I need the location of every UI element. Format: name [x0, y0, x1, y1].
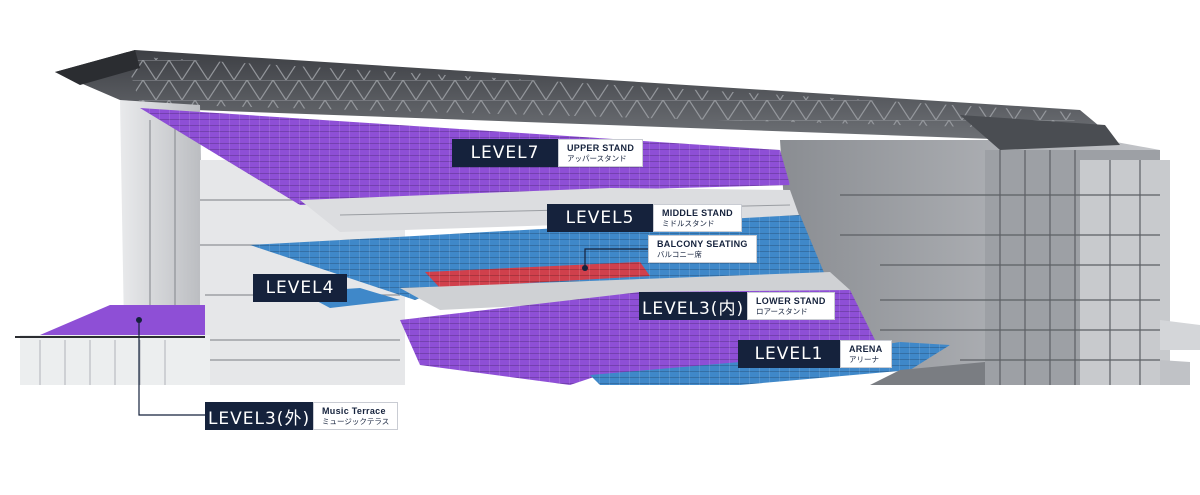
right-floor	[870, 362, 985, 385]
level1-desc: ARENA アリーナ	[840, 340, 892, 368]
level1-tag: LEVEL1 ARENA アリーナ	[738, 340, 892, 368]
level5-desc: MIDDLE STAND ミドルスタンド	[653, 204, 742, 232]
roof-structure	[55, 50, 1120, 150]
level4-tag: LEVEL4	[253, 274, 347, 302]
terrace-marker	[136, 317, 142, 323]
music-terrace-area	[40, 305, 205, 335]
balcony-tag: BALCONY SEATING バルコニー席	[648, 235, 757, 263]
middle-stand-jp: ミドルスタンド	[662, 218, 715, 228]
music-terrace-en: Music Terrace	[322, 405, 386, 416]
level3-inner-desc: LOWER STAND ロアースタンド	[747, 292, 835, 320]
music-terrace-jp: ミュージックテラス	[322, 416, 390, 426]
level3-outer-label: LEVEL3(外)	[205, 402, 313, 430]
level3-inner-tag: LEVEL3(内) LOWER STAND ロアースタンド	[639, 292, 835, 320]
upper-stand-en: UPPER STAND	[567, 142, 635, 153]
level1-label: LEVEL1	[738, 340, 840, 368]
level3-outer-tag: LEVEL3(外) Music Terrace ミュージックテラス	[205, 402, 399, 430]
balcony-en: BALCONY SEATING	[657, 238, 748, 249]
level7-tag: LEVEL7 UPPER STAND アッパースタンド	[452, 139, 644, 167]
upper-stand-jp: アッパースタンド	[567, 153, 627, 163]
level5-tag: LEVEL5 MIDDLE STAND ミドルスタンド	[547, 204, 742, 232]
balcony-marker	[582, 265, 588, 271]
arena-en: ARENA	[849, 343, 883, 354]
level5-label: LEVEL5	[547, 204, 653, 232]
level7-label: LEVEL7	[452, 139, 558, 167]
arena-jp: アリーナ	[849, 354, 879, 364]
level7-desc: UPPER STAND アッパースタンド	[558, 139, 644, 167]
level3-inner-label: LEVEL3(内)	[639, 292, 747, 320]
level3-outer-desc: Music Terrace ミュージックテラス	[313, 402, 399, 430]
right-building	[780, 140, 1200, 385]
middle-stand-en: MIDDLE STAND	[662, 207, 733, 218]
balcony-desc: BALCONY SEATING バルコニー席	[648, 235, 757, 263]
lower-stand-jp: ロアースタンド	[756, 306, 808, 316]
lower-stand-en: LOWER STAND	[756, 295, 826, 306]
leader-lines	[138, 248, 652, 416]
level4-label: LEVEL4	[253, 274, 347, 302]
lower-deck	[400, 272, 850, 310]
balcony-jp: バルコニー席	[657, 249, 702, 259]
